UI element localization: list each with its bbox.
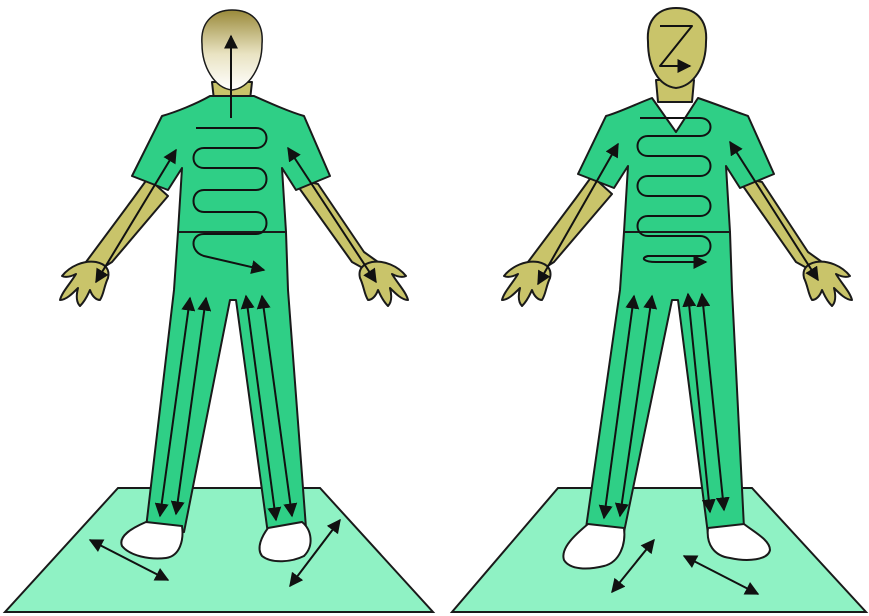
head: [648, 8, 706, 88]
right-arm-arrow: [288, 148, 376, 282]
left-hand: [502, 262, 551, 306]
head-cover: [202, 10, 262, 90]
floor-mat: [452, 488, 866, 612]
left-figure: [5, 10, 433, 612]
right-arm: [736, 176, 822, 272]
floor-mat: [5, 488, 433, 612]
right-figure: [452, 8, 866, 612]
left-arm: [528, 176, 612, 272]
left-arm: [86, 178, 168, 272]
right-shoe: [260, 522, 311, 561]
right-arm-arrow: [730, 142, 818, 280]
right-arm: [292, 178, 378, 272]
left-arm-arrow: [538, 144, 618, 284]
left-hand: [60, 262, 109, 306]
